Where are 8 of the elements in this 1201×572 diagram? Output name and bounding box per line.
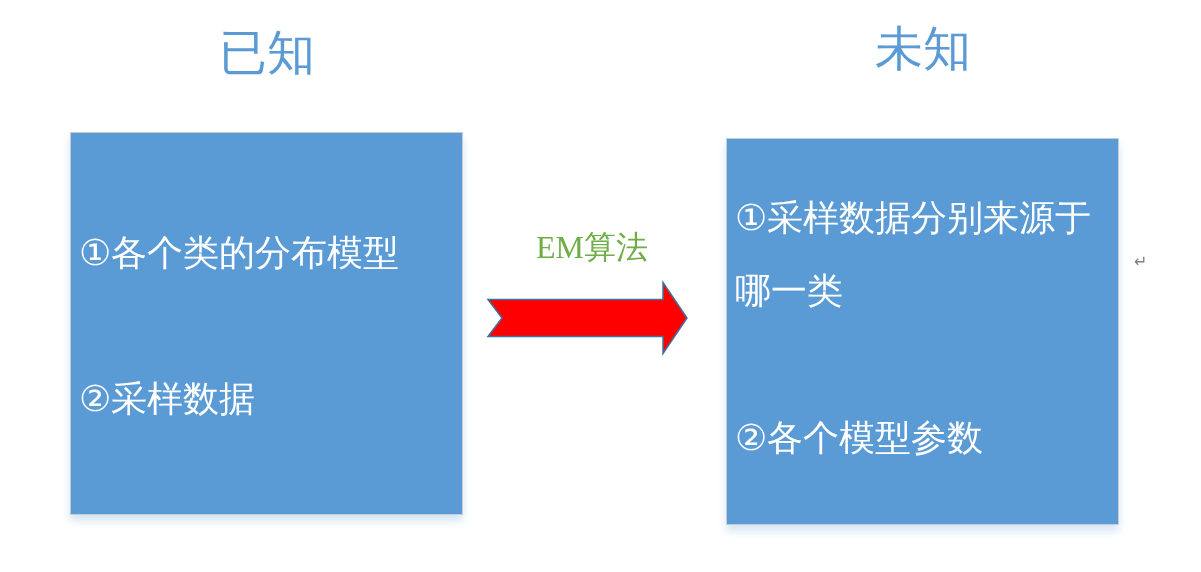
list-item: ②采样数据 — [79, 377, 257, 421]
column-heading: 已知 — [218, 23, 315, 81]
list-item: ①各个类的分布模型 — [79, 231, 401, 275]
block-arrow — [486, 280, 688, 356]
list-item: ②各个模型参数 — [735, 416, 985, 460]
column-heading: 未知 — [874, 19, 971, 77]
list-item: ①采样数据分别来源于哪一类 — [735, 196, 1093, 313]
paragraph-mark: ↵ — [1134, 252, 1148, 272]
